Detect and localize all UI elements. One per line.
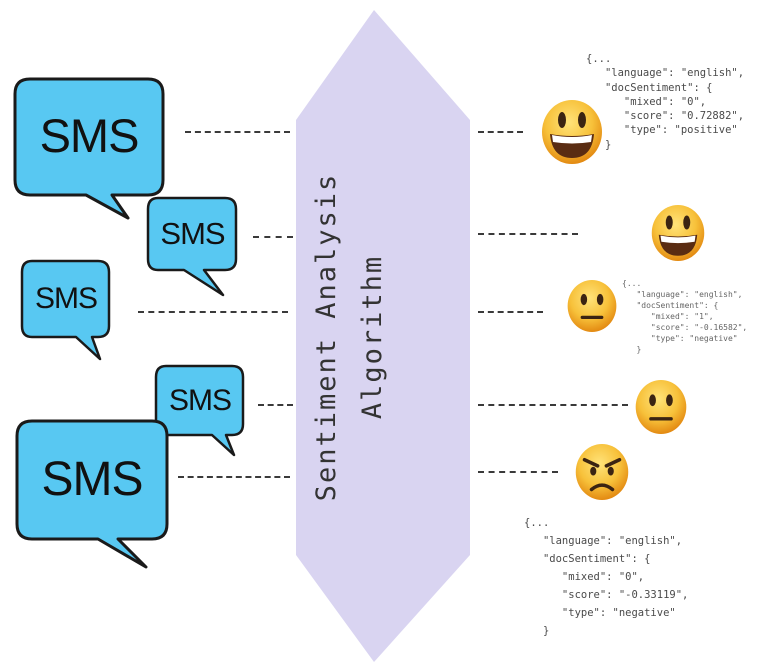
json-line: {... [524, 517, 550, 529]
grinning-face-icon [650, 202, 706, 264]
speech-bubble-icon [154, 364, 245, 457]
neutral-face-icon [566, 276, 618, 336]
connector-right-3 [478, 311, 543, 313]
json-line: "docSentiment": { [586, 81, 713, 94]
json-output: {... "language": "english", "docSentimen… [524, 514, 688, 640]
speech-bubble-icon [15, 419, 169, 569]
algorithm-label-line1: Sentiment Analysis [311, 172, 342, 502]
json-line: } [586, 138, 612, 151]
json-line: {... [622, 279, 642, 288]
connector-left-3 [138, 311, 288, 313]
sms-label: SMS [168, 384, 232, 417]
speech-bubble-icon [20, 259, 111, 361]
connector-left-4 [258, 404, 293, 406]
json-line: "score": "-0.33119", [524, 589, 689, 601]
json-line: {... [586, 53, 612, 65]
json-line: "type": "positive" [586, 124, 738, 137]
algorithm-label-line2: Algorithm [357, 254, 388, 420]
json-line: } [524, 625, 550, 637]
connector-right-2 [478, 233, 578, 235]
neutral-face-icon [634, 376, 688, 438]
sms-bubble: SMS [12, 76, 166, 221]
connector-right-4 [478, 404, 628, 406]
json-line: } [622, 345, 642, 354]
json-line: "language": "english", [524, 535, 683, 547]
sms-bubble: SMS [154, 364, 246, 458]
json-line: "docSentiment": { [524, 553, 651, 565]
json-line: "mixed": "1", [622, 312, 714, 321]
connector-right-1 [478, 131, 523, 133]
json-line: "mixed": "0", [586, 95, 707, 108]
json-output: {... "language": "english", "docSentimen… [622, 278, 747, 355]
sms-label: SMS [41, 453, 143, 506]
sms-label: SMS [160, 216, 225, 251]
connector-right-5 [478, 471, 558, 473]
speech-bubble-icon [146, 196, 238, 297]
json-line: "language": "english", [586, 67, 745, 80]
angry-face-icon [574, 440, 630, 504]
json-line: "score": "0.72882", [586, 110, 745, 123]
sms-bubble: SMS [14, 418, 170, 570]
sms-label: SMS [39, 109, 140, 162]
connector-left-2 [253, 236, 293, 238]
json-line: "score": "-0.16582", [622, 323, 748, 332]
connector-left-1 [185, 131, 290, 133]
speech-bubble-icon [13, 77, 165, 220]
sms-bubble: SMS [146, 196, 239, 298]
connector-left-5 [178, 476, 290, 478]
json-line: "mixed": "0", [524, 571, 645, 583]
sms-bubble: SMS [20, 259, 112, 361]
json-line: "language": "english", [622, 290, 743, 299]
json-line: "docSentiment": { [622, 301, 719, 310]
grinning-face-icon [540, 98, 604, 166]
json-line: "type": "negative" [524, 607, 676, 619]
sms-label: SMS [34, 282, 98, 315]
json-output: {... "language": "english", "docSentimen… [586, 52, 744, 152]
json-line: "type": "negative" [622, 334, 738, 343]
